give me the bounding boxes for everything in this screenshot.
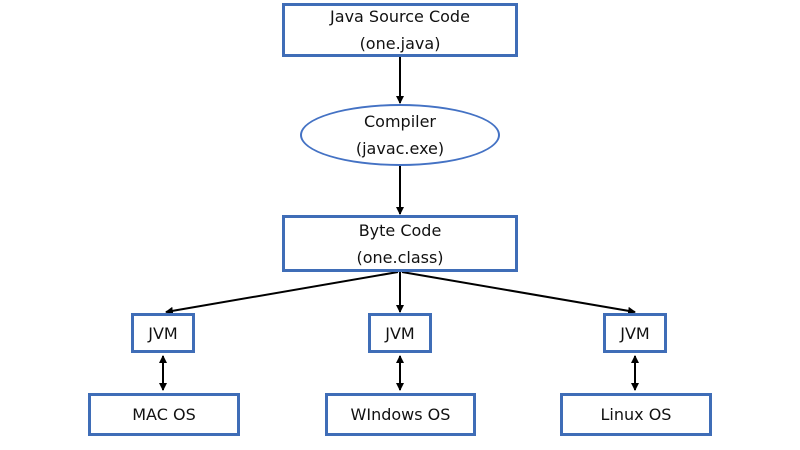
- java-source-code-box: Java Source Code (one.java): [282, 3, 518, 57]
- jvm-box-middle: JVM: [368, 313, 432, 353]
- java-source-code-file: (one.java): [359, 34, 441, 53]
- mac-os-box: MAC OS: [88, 393, 240, 436]
- java-source-code-title: Java Source Code: [330, 7, 470, 26]
- jvm-box-left: JVM: [131, 313, 195, 353]
- jvm-label-left: JVM: [148, 323, 178, 343]
- linux-os-label: Linux OS: [600, 405, 672, 424]
- mac-os-label: MAC OS: [132, 405, 196, 424]
- compiler-ellipse: Compiler (javac.exe): [300, 104, 500, 166]
- arrow-bytecode-to-jvm-left: [165, 271, 399, 315]
- windows-os-label: WIndows OS: [350, 405, 451, 424]
- jvm-label-middle: JVM: [385, 323, 415, 343]
- jvm-box-right: JVM: [603, 313, 667, 353]
- byte-code-file: (one.class): [356, 247, 444, 267]
- byte-code-title: Byte Code: [358, 220, 442, 240]
- windows-os-box: WIndows OS: [325, 393, 476, 436]
- byte-code-box: Byte Code (one.class): [282, 215, 518, 272]
- compiler-file: (javac.exe): [355, 139, 445, 158]
- jvm-label-right: JVM: [620, 323, 650, 343]
- linux-os-box: Linux OS: [560, 393, 712, 436]
- compiler-title: Compiler: [363, 112, 436, 131]
- arrow-bytecode-to-jvm-right: [401, 271, 636, 315]
